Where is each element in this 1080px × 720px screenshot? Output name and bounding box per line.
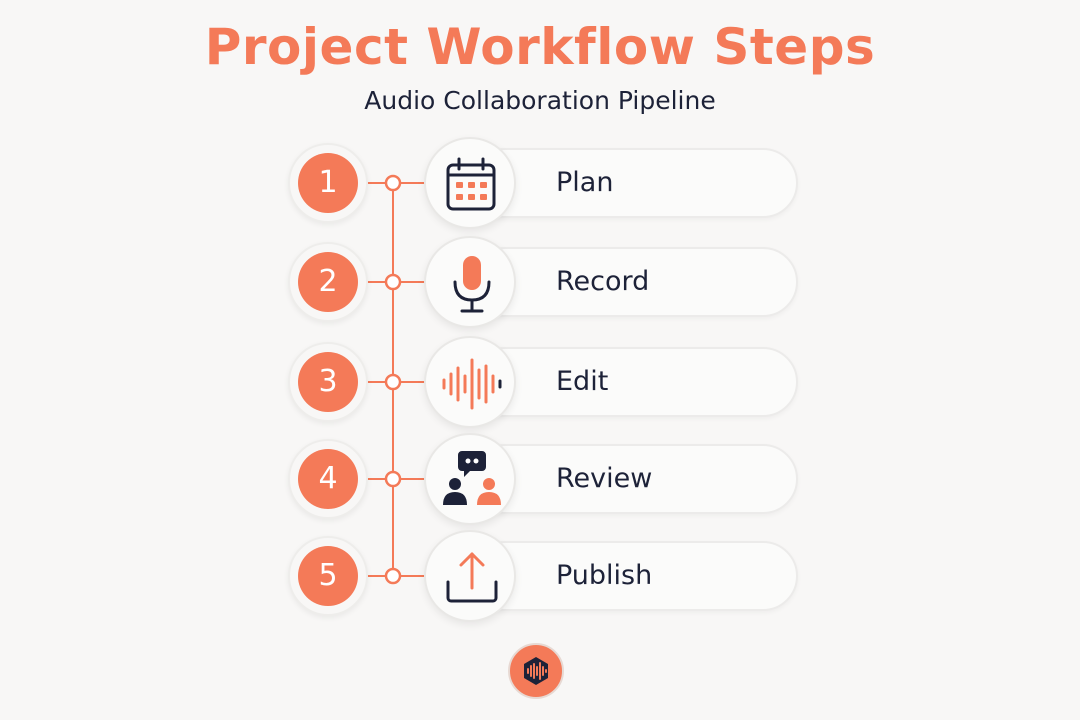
step-card (470, 444, 798, 514)
step-number-badge: 1 (288, 143, 368, 223)
step-card (470, 148, 798, 218)
step-label: Plan (556, 167, 614, 198)
step-number: 5 (298, 546, 358, 606)
step-number: 4 (298, 449, 358, 509)
step-number: 2 (298, 252, 358, 312)
step-card (470, 247, 798, 317)
step-number-badge: 4 (288, 439, 368, 519)
page-subtitle: Audio Collaboration Pipeline (364, 86, 716, 115)
upload-icon (424, 530, 516, 622)
step-number-badge: 2 (288, 242, 368, 322)
page-title: Project Workflow Steps (204, 18, 876, 76)
audio-waveform-logo-icon (508, 643, 564, 699)
microphone-icon (424, 236, 516, 328)
step-card (470, 541, 798, 611)
waveform-icon (424, 336, 516, 428)
calendar-icon (424, 137, 516, 229)
feedback-chat-icon (424, 433, 516, 525)
step-card (470, 347, 798, 417)
step-label: Record (556, 266, 650, 297)
step-number: 1 (298, 153, 358, 213)
step-number: 3 (298, 352, 358, 412)
step-number-badge: 5 (288, 536, 368, 616)
step-label: Publish (556, 560, 653, 591)
step-label: Edit (556, 366, 609, 397)
step-label: Review (556, 463, 653, 494)
step-number-badge: 3 (288, 342, 368, 422)
